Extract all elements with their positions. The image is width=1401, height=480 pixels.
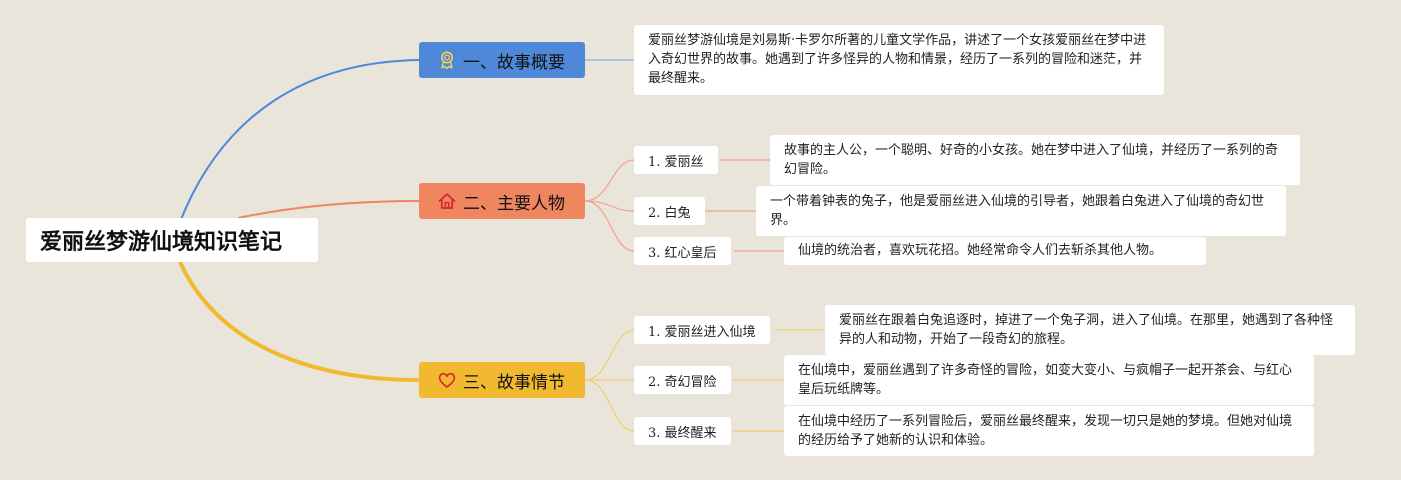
sub-label: 3. 红心皇后 [648, 245, 717, 261]
desc-text: 在仙境中，爱丽丝遇到了许多奇怪的冒险，如变大变小、与疯帽子一起开茶会、与红心皇后… [798, 363, 1293, 397]
sub-label: 2. 奇幻冒险 [648, 374, 717, 390]
branch-story-summary[interactable]: 一、故事概要 [419, 42, 585, 78]
link-branch-3-sub-3 [584, 379, 635, 432]
sub-character-white-rabbit[interactable]: 2. 白兔 [634, 197, 705, 225]
root-topic[interactable]: 爱丽丝梦游仙境知识笔记 [26, 218, 318, 262]
desc-text: 在仙境中经历了一系列冒险后，爱丽丝最终醒来，发现一切只是她的梦境。但她对仙境的经… [798, 414, 1293, 448]
desc-character-white-rabbit[interactable]: 一个带着钟表的兔子，他是爱丽丝进入仙境的引导者，她跟着白兔进入了仙境的奇幻世界。 [756, 186, 1286, 236]
sub-character-queen-of-hearts[interactable]: 3. 红心皇后 [634, 237, 731, 265]
link-root-branch-2 [237, 200, 420, 219]
desc-text: 故事的主人公，一个聪明、好奇的小女孩。她在梦中进入了仙境，并经历了一系列的奇幻冒… [784, 143, 1279, 177]
sub-label: 1. 爱丽丝 [648, 154, 704, 170]
desc-text: 爱丽丝在跟着白兔追逐时，掉进了一个兔子洞，进入了仙境。在那里，她遇到了各种怪异的… [839, 313, 1334, 347]
desc-text: 爱丽丝梦游仙境是刘易斯·卡罗尔所著的儿童文学作品，讲述了一个女孩爱丽丝在梦中进入… [648, 33, 1147, 86]
desc-plot-enter-wonderland[interactable]: 爱丽丝在跟着白兔追逐时，掉进了一个兔子洞，进入了仙境。在那里，她遇到了各种怪异的… [825, 305, 1355, 355]
branch-label: 二、主要人物 [463, 193, 565, 214]
sub-character-alice[interactable]: 1. 爱丽丝 [634, 146, 718, 174]
link-root-branch-1 [179, 59, 420, 223]
root-title: 爱丽丝梦游仙境知识笔记 [40, 230, 283, 255]
sub-plot-adventures[interactable]: 2. 奇幻冒险 [634, 366, 731, 394]
sub-label: 3. 最终醒来 [648, 425, 717, 441]
desc-plot-wake-up[interactable]: 在仙境中经历了一系列冒险后，爱丽丝最终醒来，发现一切只是她的梦境。但她对仙境的经… [784, 406, 1314, 456]
link-root-branch-3 [178, 261, 420, 382]
desc-character-queen-of-hearts[interactable]: 仙境的统治者，喜欢玩花招。她经常命令人们去斩杀其他人物。 [784, 237, 1206, 265]
heart-icon [437, 370, 457, 390]
desc-text: 一个带着钟表的兔子，他是爱丽丝进入仙境的引导者，她跟着白兔进入了仙境的奇幻世界。 [770, 194, 1265, 228]
link-branch-2-sub-2 [584, 200, 635, 212]
sub-label: 1. 爱丽丝进入仙境 [648, 324, 756, 340]
branch-label: 一、故事概要 [463, 52, 565, 73]
desc-text: 仙境的统治者，喜欢玩花招。她经常命令人们去斩杀其他人物。 [798, 243, 1163, 258]
sub-plot-wake-up[interactable]: 3. 最终醒来 [634, 417, 731, 445]
branch-main-characters[interactable]: 二、主要人物 [419, 183, 585, 219]
sub-plot-enter-wonderland[interactable]: 1. 爱丽丝进入仙境 [634, 316, 770, 344]
link-branch-2-sub-1 [584, 159, 635, 202]
sub-label: 2. 白兔 [648, 205, 691, 221]
branch-label: 三、故事情节 [463, 372, 565, 393]
award-icon [437, 50, 457, 70]
desc-plot-adventures[interactable]: 在仙境中，爱丽丝遇到了许多奇怪的冒险，如变大变小、与疯帽子一起开茶会、与红心皇后… [784, 355, 1314, 405]
home-icon [437, 191, 457, 211]
desc-character-alice[interactable]: 故事的主人公，一个聪明、好奇的小女孩。她在梦中进入了仙境，并经历了一系列的奇幻冒… [770, 135, 1300, 185]
branch-plot[interactable]: 三、故事情节 [419, 362, 585, 398]
desc-story-summary[interactable]: 爱丽丝梦游仙境是刘易斯·卡罗尔所著的儿童文学作品，讲述了一个女孩爱丽丝在梦中进入… [634, 25, 1164, 95]
link-branch-2-sub-3 [584, 200, 635, 252]
link-branch-3-sub-1 [584, 329, 635, 381]
